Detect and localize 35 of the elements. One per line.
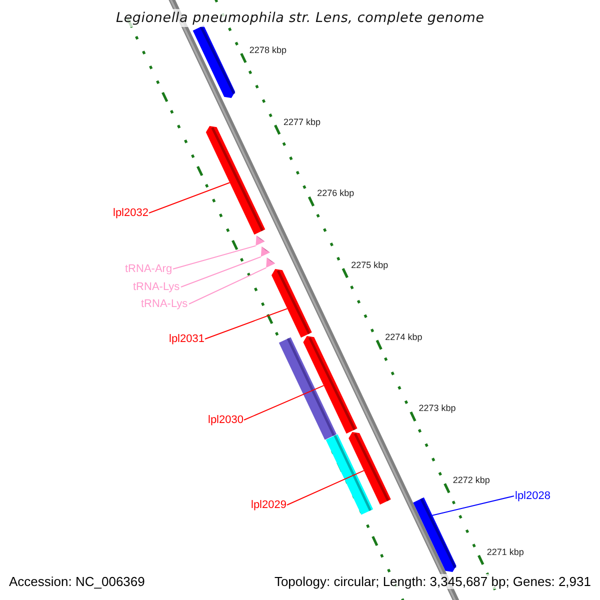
gene-feature — [348, 432, 391, 505]
leader-line — [204, 308, 288, 340]
leader-line — [286, 470, 364, 506]
scale-label: 2275 kbp — [351, 260, 388, 270]
scale-label: 2278 kbp — [249, 45, 286, 55]
gene-feature — [303, 336, 358, 434]
gene-label: tRNA-Lys — [133, 280, 180, 294]
gene-feature — [206, 126, 266, 235]
leader-line — [180, 256, 262, 288]
leader-line — [244, 385, 324, 420]
leader-line — [148, 182, 230, 214]
scale-label: 2273 kbp — [418, 403, 456, 413]
leader-line — [172, 245, 256, 270]
gene-label: lpl2031 — [169, 332, 204, 346]
gene-label: lpl2030 — [208, 414, 244, 426]
gene-feature — [272, 269, 312, 338]
diagram-title: Legionella pneumophila str. Lens, complete genome — [116, 9, 484, 27]
trna-feature — [266, 258, 276, 268]
info-text: Topology: circular; Length: 3,345,687 bp; Genes: 2,931 — [273, 574, 592, 589]
trna-feature — [256, 236, 265, 246]
trna-feature — [260, 246, 270, 257]
scale-label: 2276 kbp — [317, 188, 354, 198]
leader-line — [188, 267, 267, 304]
scale-label: 2271 kbp — [486, 547, 524, 557]
scale-label: 2274 kbp — [385, 332, 422, 342]
gene-feature — [413, 497, 456, 572]
scale-label: 2272 kbp — [452, 475, 490, 485]
scale-label: 2277 kbp — [283, 117, 321, 127]
gene-label: lpl2029 — [251, 498, 286, 512]
leader-line — [432, 496, 514, 516]
gene-label: lpl2028 — [515, 490, 550, 502]
gene-label: tRNA-Lys — [141, 298, 188, 310]
gene-label: tRNA-Arg — [125, 262, 172, 276]
info-text: Accession: NC_006369 — [8, 574, 146, 589]
gene-label: lpl2032 — [113, 206, 148, 220]
